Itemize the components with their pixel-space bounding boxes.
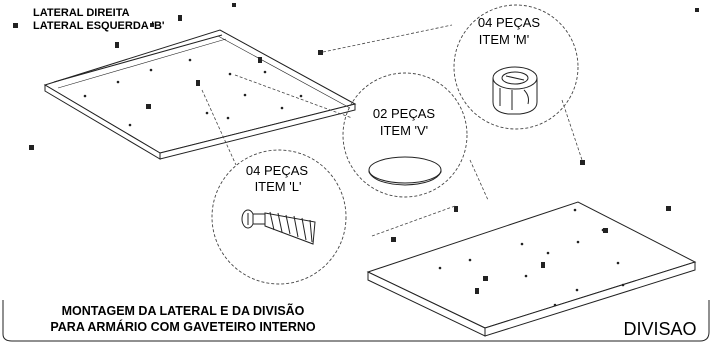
- callout-circle-m: [453, 4, 579, 130]
- callout-circles: [211, 4, 579, 285]
- callout-l-qty: 04 PEÇAS: [246, 163, 308, 178]
- cover-cap-icon: [368, 156, 442, 186]
- footer-title-line1: MONTAGEM DA LATERAL E DA DIVISÃO: [62, 303, 305, 318]
- divisao-panel: [366, 201, 697, 337]
- lateral-panel-holes: [83, 58, 303, 127]
- divisao-panel-holes: [438, 208, 625, 307]
- lateral-panel: [43, 29, 357, 160]
- leader-lines: [201, 24, 583, 237]
- callout-l-item: ITEM 'L': [255, 179, 302, 194]
- callout-v-qty: 02 PEÇAS: [373, 106, 435, 121]
- callout-m-qty: 04 PEÇAS: [478, 15, 540, 30]
- footer-title-line2: PARA ARMÁRIO COM GAVETEIRO INTERNO: [50, 319, 316, 334]
- header-line2: LATERAL ESQUERDA 'B': [33, 20, 165, 32]
- fitting-markers: [13, 3, 699, 294]
- part-label: DIVISAO: [623, 319, 696, 339]
- header-line1: LATERAL DIREITA: [33, 7, 130, 19]
- callout-circle-v: [342, 72, 468, 198]
- callout-m-item: ITEM 'M': [479, 32, 529, 47]
- frame-border: [2, 300, 710, 342]
- callout-v-item: ITEM 'V': [380, 123, 428, 138]
- cam-lock-icon: [492, 66, 538, 115]
- callout-circle-l: [211, 149, 347, 285]
- dowel-bolt-icon: [241, 209, 316, 245]
